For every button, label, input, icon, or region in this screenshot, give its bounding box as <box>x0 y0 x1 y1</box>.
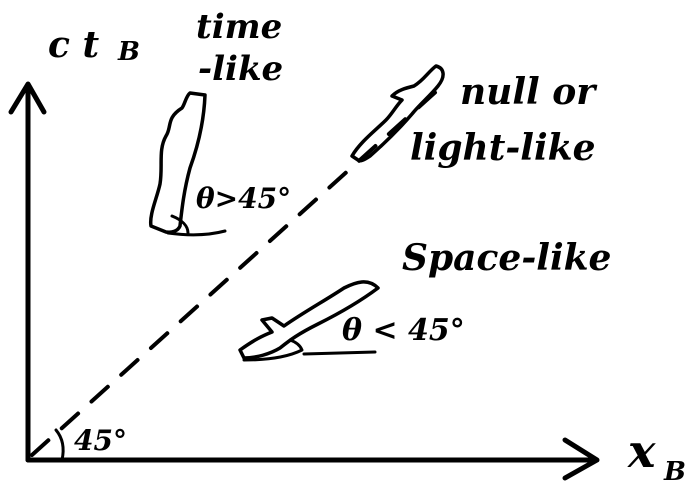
y-axis-label: c t <box>48 24 99 66</box>
spacelike-angle-arc <box>242 338 304 362</box>
spacelike-label: Space-like <box>402 237 611 279</box>
timelike-angle-mark <box>170 214 190 235</box>
y-axis-label-subscript: B <box>117 37 140 67</box>
origin-angle-arc <box>54 428 65 462</box>
horizontal-axis-arrowhead <box>562 437 600 481</box>
spacelike-rocket <box>238 280 380 360</box>
origin-angle-label: 45° <box>74 424 127 457</box>
vertical-axis-arrowhead <box>8 81 47 115</box>
x-axis-label: x <box>627 424 656 478</box>
null-rocket <box>350 64 445 163</box>
timelike-angle-label: θ>45° <box>196 182 291 215</box>
null-label-line1: null or <box>460 71 598 113</box>
spacelike-horizontal-tick <box>302 350 377 356</box>
timelike-rocket <box>148 91 207 234</box>
timelike-label-line1: time <box>196 7 282 47</box>
light-line-dashed <box>30 86 442 457</box>
timelike-label-line2: -like <box>198 49 283 89</box>
spacelike-angle-label: θ < 45° <box>342 313 465 348</box>
x-axis-label-subscript: B <box>663 457 686 487</box>
null-label-line2: light-like <box>410 127 595 169</box>
timelike-angle-arc <box>166 229 227 237</box>
